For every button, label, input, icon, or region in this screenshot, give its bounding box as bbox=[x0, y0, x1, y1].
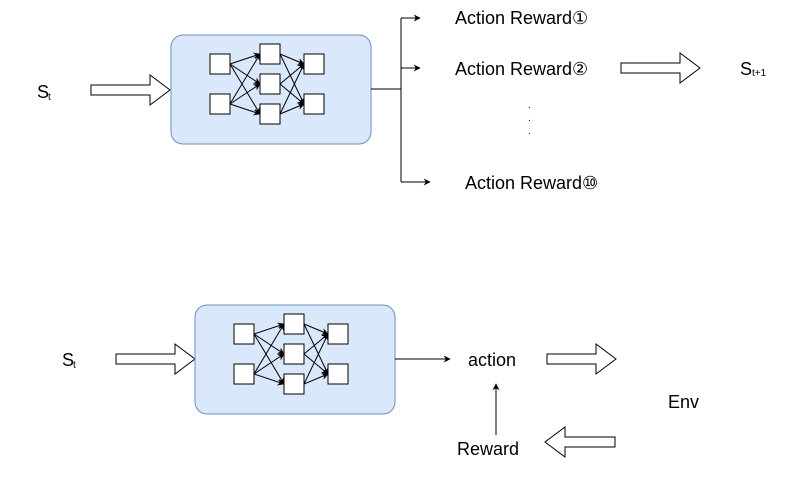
top-branch-connector bbox=[371, 14, 431, 186]
output-ellipsis: . . . bbox=[528, 100, 531, 137]
input-node bbox=[209, 93, 231, 115]
network-edge bbox=[229, 53, 261, 105]
network-edge bbox=[279, 53, 305, 65]
top-diagram: S t Action Reward① Action Reward② Action… bbox=[37, 8, 767, 193]
hidden-node bbox=[259, 43, 281, 65]
next-state-main: S bbox=[740, 59, 752, 79]
top-state-subscript: t bbox=[48, 92, 51, 103]
network-edge bbox=[253, 323, 285, 375]
top-input-hollow-arrow bbox=[90, 74, 171, 106]
network-edge bbox=[229, 103, 261, 116]
input-node bbox=[209, 53, 231, 75]
network-edge bbox=[253, 373, 285, 386]
network-edge bbox=[229, 63, 261, 115]
bottom-network-nodes bbox=[233, 313, 349, 395]
network-edge bbox=[303, 373, 329, 385]
network-edge bbox=[303, 323, 329, 375]
output-node bbox=[303, 93, 325, 115]
top-network-nodes bbox=[209, 43, 325, 125]
next-state-subscript: t+1 bbox=[752, 68, 767, 79]
reward-label: Reward bbox=[457, 439, 519, 459]
network-edge bbox=[303, 333, 329, 385]
bottom-state-label: S t bbox=[62, 350, 76, 371]
ellipsis-dot: . bbox=[528, 126, 531, 137]
bottom-neural-network bbox=[194, 304, 396, 415]
hidden-node bbox=[259, 73, 281, 95]
output-node bbox=[303, 53, 325, 75]
output-label-10: Action Reward⑩ bbox=[465, 173, 598, 193]
ellipsis-dot: . bbox=[528, 113, 531, 124]
hidden-node bbox=[283, 313, 305, 335]
env-to-reward-hollow-arrow bbox=[544, 426, 616, 458]
ellipsis-dot: . bbox=[528, 100, 531, 111]
bottom-input-hollow-arrow bbox=[115, 343, 196, 375]
output-label-1: Action Reward① bbox=[455, 8, 588, 28]
output-label-2: Action Reward② bbox=[455, 59, 588, 79]
input-node bbox=[233, 323, 255, 345]
network-edge bbox=[303, 323, 329, 335]
network-edge bbox=[253, 333, 285, 385]
bottom-state-subscript: t bbox=[73, 360, 76, 371]
hidden-node bbox=[259, 103, 281, 125]
network-edge bbox=[253, 353, 285, 375]
input-node bbox=[233, 363, 255, 385]
hidden-node bbox=[283, 373, 305, 395]
top-neural-network bbox=[170, 34, 372, 145]
top-state-main: S bbox=[37, 82, 49, 102]
output-node bbox=[327, 323, 349, 345]
top-output-hollow-arrow bbox=[620, 52, 701, 84]
network-edge bbox=[279, 53, 305, 105]
hidden-node bbox=[283, 343, 305, 365]
action-to-env-hollow-arrow bbox=[546, 343, 617, 375]
network-edge bbox=[279, 103, 305, 115]
network-edge bbox=[303, 353, 329, 375]
bottom-diagram: S t action Env Reward bbox=[62, 304, 699, 459]
network-edge bbox=[279, 83, 305, 105]
network-edge bbox=[253, 333, 285, 355]
network-edge bbox=[229, 83, 261, 105]
top-state-label: S t bbox=[37, 82, 51, 103]
network-edge bbox=[279, 63, 305, 115]
action-label: action bbox=[468, 350, 516, 370]
network-edge bbox=[229, 63, 261, 85]
output-node bbox=[327, 363, 349, 385]
next-state-label: S t+1 bbox=[740, 59, 767, 79]
env-label: Env bbox=[668, 392, 699, 412]
bottom-state-main: S bbox=[62, 350, 74, 370]
